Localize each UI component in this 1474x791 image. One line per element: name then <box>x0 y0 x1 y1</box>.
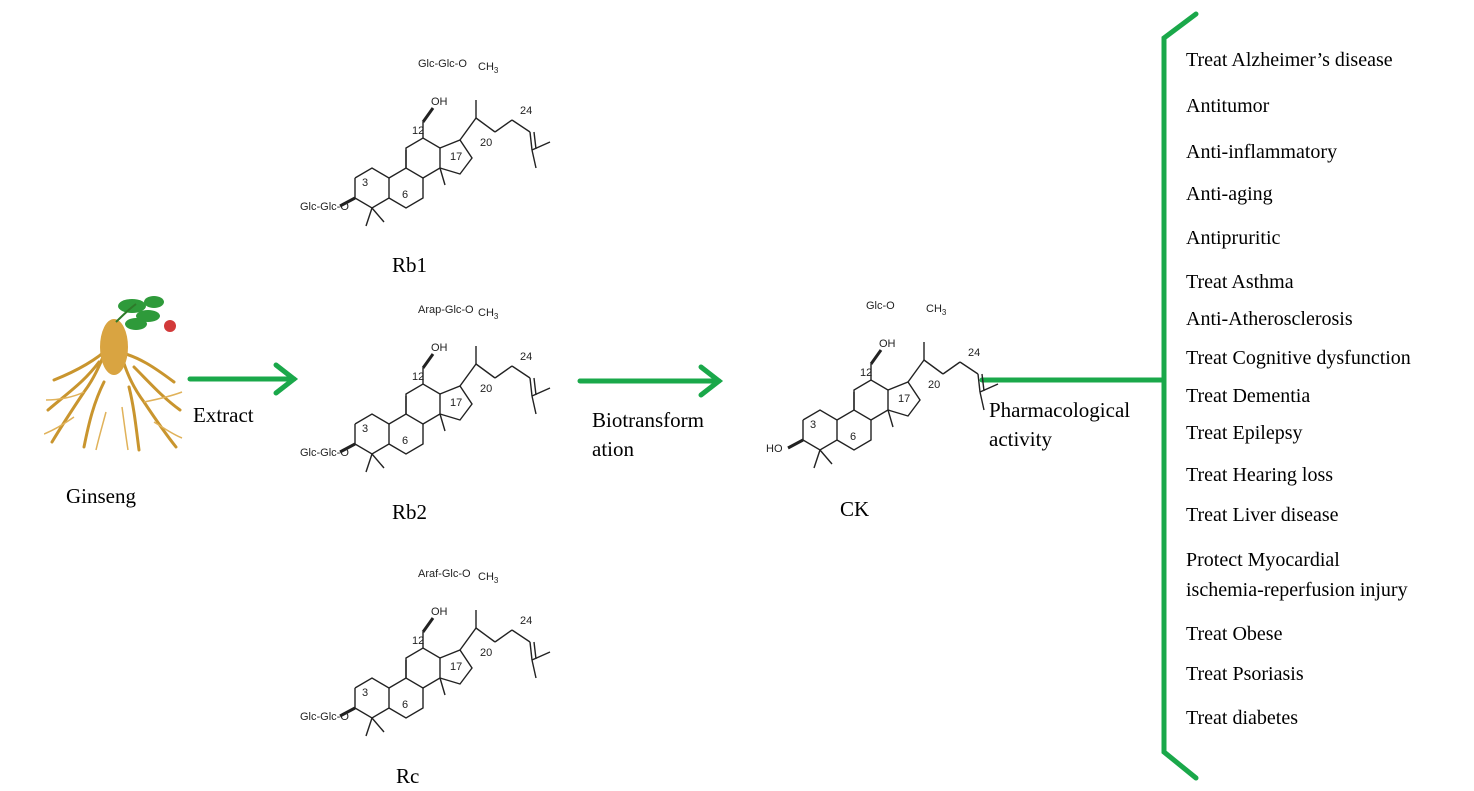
oh-label: OH <box>431 606 448 618</box>
c3-group-label: Glc-Glc-O <box>300 201 349 213</box>
oh-label: OH <box>879 338 896 350</box>
c20-group-label: Araf-Glc-O <box>418 568 471 580</box>
n12-label: 12 <box>412 125 424 137</box>
n6-label: 6 <box>402 189 408 201</box>
n12-label: 12 <box>412 635 424 647</box>
steroid-skeleton-drawing: Araf-Glc-O CH3 OH 12 20 24 17 3 6 Glc-Gl… <box>300 568 551 737</box>
c3-group-label: Glc-Glc-O <box>300 711 349 723</box>
ginseng-label: Ginseng <box>66 484 136 508</box>
n3-label: 3 <box>362 423 368 435</box>
n24-label: 24 <box>520 105 532 117</box>
n20-label: 20 <box>480 137 492 149</box>
n3-label: 3 <box>810 419 816 431</box>
extract-arrow <box>187 362 299 396</box>
n17-label: 17 <box>898 393 910 405</box>
compound-name-rb2: Rb2 <box>392 500 428 524</box>
structure-rb1: Glc-Glc-O CH3 OH 12 20 24 17 3 6 Glc-Glc… <box>300 50 551 245</box>
extract-label: Extract <box>193 403 254 427</box>
steroid-skeleton-drawing: Glc-O CH3 OH 12 20 24 17 3 6 HO <box>766 300 999 469</box>
compound-name-rb1: Rb1 <box>392 253 428 277</box>
biotransformation-arrow <box>577 364 724 398</box>
activity-item: Treat Dementia <box>1186 385 1311 407</box>
compound-name-rc: Rc <box>396 764 420 788</box>
structure-rc: Araf-Glc-O CH3 OH 12 20 24 17 3 6 Glc-Gl… <box>300 560 551 755</box>
compound-name-ck: CK <box>840 497 870 521</box>
activity-item: Anti-inflammatory <box>1186 141 1338 163</box>
n12-label: 12 <box>860 367 872 379</box>
activity-item: Anti-aging <box>1186 183 1273 205</box>
n20-label: 20 <box>480 383 492 395</box>
activity-item: Treat Epilepsy <box>1186 422 1303 444</box>
oh-label: OH <box>431 342 448 354</box>
steroid-skeleton-drawing: Glc-Glc-O CH3 OH 12 20 24 17 3 6 Glc-Glc… <box>300 58 551 227</box>
c3-group-label: HO <box>766 443 783 455</box>
activity-item: Treat diabetes <box>1186 707 1299 729</box>
methyl-label: CH3 <box>478 61 499 75</box>
n3-label: 3 <box>362 687 368 699</box>
methyl-label: CH3 <box>478 307 499 321</box>
n12-label: 12 <box>412 371 424 383</box>
n20-label: 20 <box>928 379 940 391</box>
oh-label: OH <box>431 96 448 108</box>
n24-label: 24 <box>968 347 980 359</box>
biotransformation-label-line1: Biotransform <box>592 408 704 432</box>
activity-item: Antitumor <box>1186 95 1270 117</box>
c20-group-label: Arap-Glc-O <box>418 304 474 316</box>
activity-item: Treat Liver disease <box>1186 504 1339 526</box>
pharmacological-label-line1: Pharmacological <box>989 398 1131 422</box>
c20-group-label: Glc-Glc-O <box>418 58 467 70</box>
c3-group-label: Glc-Glc-O <box>300 447 349 459</box>
methyl-label: CH3 <box>926 303 947 317</box>
n6-label: 6 <box>850 431 856 443</box>
ginseng-image <box>44 296 183 452</box>
n20-label: 20 <box>480 647 492 659</box>
steroid-skeleton-drawing: Arap-Glc-O CH3 OH 12 20 24 17 3 6 Glc-Gl… <box>300 304 551 473</box>
activity-item: Treat Obese <box>1186 623 1283 645</box>
activity-item: Treat Hearing loss <box>1186 464 1334 486</box>
n24-label: 24 <box>520 351 532 363</box>
c20-group-label: Glc-O <box>866 300 895 312</box>
activity-item: Treat Psoriasis <box>1186 663 1304 685</box>
n24-label: 24 <box>520 615 532 627</box>
activity-item: ischemia-reperfusion injury <box>1186 579 1408 601</box>
activity-item: Treat Alzheimer’s disease <box>1186 49 1393 71</box>
n17-label: 17 <box>450 397 462 409</box>
n6-label: 6 <box>402 699 408 711</box>
n3-label: 3 <box>362 177 368 189</box>
activity-item: Antipruritic <box>1186 227 1281 249</box>
activity-item: Treat Asthma <box>1186 271 1294 293</box>
activity-item: Anti-Atherosclerosis <box>1186 308 1353 330</box>
pharmacological-label-line2: activity <box>989 427 1052 451</box>
methyl-label: CH3 <box>478 571 499 585</box>
structure-ck: Glc-O CH3 OH 12 20 24 17 3 6 HO <box>748 292 999 487</box>
activity-item: Treat Cognitive dysfunction <box>1186 347 1411 369</box>
structure-rb2: Arap-Glc-O CH3 OH 12 20 24 17 3 6 Glc-Gl… <box>300 296 551 491</box>
activity-item: Protect Myocardial <box>1186 549 1340 571</box>
n17-label: 17 <box>450 661 462 673</box>
activity-bracket <box>1161 11 1199 781</box>
n17-label: 17 <box>450 151 462 163</box>
biotransformation-label-line2: ation <box>592 437 634 461</box>
n6-label: 6 <box>402 435 408 447</box>
